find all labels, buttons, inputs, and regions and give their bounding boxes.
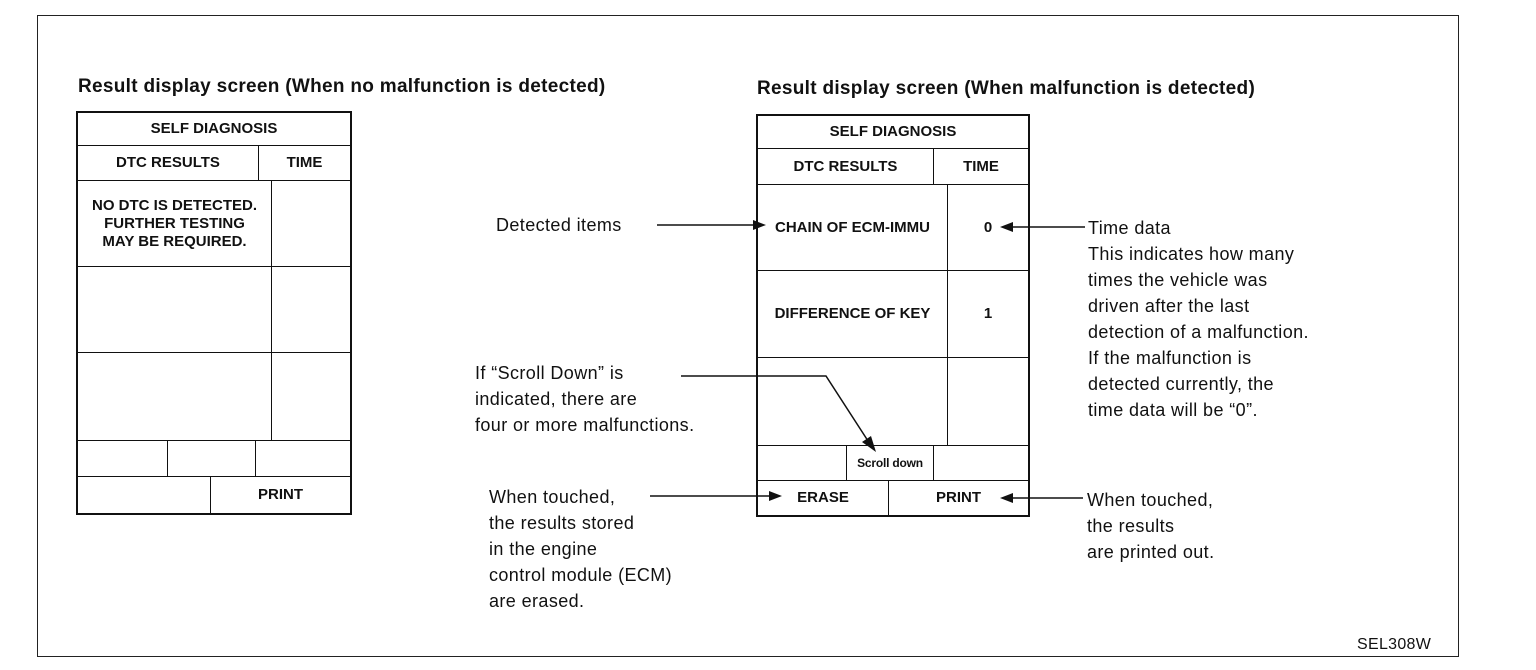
time-data-note-line: Time data: [1088, 218, 1171, 238]
print-note-line: When touched,: [1087, 490, 1214, 510]
arrowhead-icon: [862, 436, 876, 452]
erase-note-line: control module (ECM): [489, 565, 673, 585]
time-data-note-line: time data will be “0”.: [1088, 400, 1258, 420]
time-data-note-line: detected currently, the: [1088, 374, 1274, 394]
time-data-note-line: This indicates how many: [1088, 244, 1295, 264]
left-col-dtc-header: DTC RESULTS: [78, 146, 259, 180]
arrowhead-icon: [753, 220, 766, 230]
dtc-result-row: CHAIN OF ECM-IMMU 0: [758, 185, 1028, 271]
left-self-diagnosis-screen: SELF DIAGNOSIS DTC RESULTS TIME NO DTC I…: [76, 111, 352, 515]
arrowhead-icon: [1000, 493, 1013, 503]
right-self-diagnosis-screen: SELF DIAGNOSIS DTC RESULTS TIME CHAIN OF…: [756, 114, 1030, 517]
empty-cell: [78, 353, 272, 440]
right-button-row: ERASE PRINT: [758, 481, 1028, 515]
empty-cell: [78, 267, 272, 352]
empty-cell: [168, 441, 256, 476]
right-col-time-header: TIME: [963, 157, 999, 175]
arrowhead-icon: [1000, 222, 1013, 232]
erase-note-line: When touched,: [489, 487, 616, 507]
left-screen-title: SELF DIAGNOSIS: [150, 120, 278, 137]
right-col-dtc-header: DTC RESULTS: [758, 149, 934, 184]
no-dtc-message-line: MAY BE REQUIRED.: [102, 232, 247, 250]
empty-cell: [758, 358, 948, 445]
erase-note: When touched, the results stored in the …: [489, 484, 672, 614]
arrowhead-icon: [769, 491, 782, 501]
erase-note-line: are erased.: [489, 591, 585, 611]
left-print-button[interactable]: PRINT: [258, 486, 303, 503]
scroll-down-leader: [681, 375, 871, 445]
left-result-row-1: NO DTC IS DETECTED. FURTHER TESTING MAY …: [78, 181, 350, 267]
empty-cell: [758, 446, 847, 480]
print-note-line: the results: [1087, 516, 1175, 536]
time-data-note-line: If the malfunction is: [1088, 348, 1252, 368]
print-note-line: are printed out.: [1087, 542, 1215, 562]
left-header-row: DTC RESULTS TIME: [78, 146, 350, 181]
right-scroll-row: Scroll down: [758, 446, 1028, 481]
scroll-down-note: If “Scroll Down” is indicated, there are…: [475, 360, 694, 438]
time-data-note: Time data This indicates how many times …: [1088, 215, 1309, 423]
right-header-row: DTC RESULTS TIME: [758, 149, 1028, 185]
no-dtc-message-line: FURTHER TESTING: [104, 214, 245, 232]
right-title-row: SELF DIAGNOSIS: [758, 116, 1028, 149]
left-title-row: SELF DIAGNOSIS: [78, 113, 350, 146]
left-blank-button: [78, 477, 211, 513]
figure-code: SEL308W: [1357, 636, 1432, 653]
right-heading: Result display screen (When malfunction …: [757, 78, 1256, 99]
right-screen-title: SELF DIAGNOSIS: [829, 123, 957, 140]
no-dtc-message-line: NO DTC IS DETECTED.: [91, 196, 257, 214]
scroll-down-note-line: four or more malfunctions.: [475, 415, 695, 435]
scroll-down-note-line: indicated, there are: [475, 389, 638, 409]
detected-items-label: Detected items: [496, 215, 622, 235]
figure-frame: [37, 15, 1459, 657]
left-scroll-row: [78, 441, 350, 477]
dtc-item: CHAIN OF ECM-IMMU: [758, 185, 948, 270]
dtc-time: 0: [983, 218, 993, 236]
dtc-item: DIFFERENCE OF KEY: [758, 271, 948, 357]
erase-button[interactable]: ERASE: [758, 481, 889, 515]
left-col-time-header: TIME: [286, 154, 323, 171]
time-data-note-line: driven after the last: [1088, 296, 1250, 316]
left-button-row: PRINT: [78, 477, 350, 513]
left-heading: Result display screen (When no malfuncti…: [78, 76, 606, 97]
time-data-note-line: detection of a malfunction.: [1088, 322, 1309, 342]
print-note: When touched, the results are printed ou…: [1087, 487, 1214, 565]
empty-cell: [78, 441, 168, 476]
dtc-result-row-empty: [758, 358, 1028, 446]
no-dtc-message: NO DTC IS DETECTED. FURTHER TESTING MAY …: [78, 181, 272, 266]
left-result-row-3: [78, 353, 350, 441]
left-result-row-2: [78, 267, 350, 353]
right-print-button[interactable]: PRINT: [936, 489, 981, 506]
scroll-down-note-line: If “Scroll Down” is: [475, 363, 624, 383]
scroll-down-button[interactable]: Scroll down: [847, 446, 934, 480]
erase-note-line: the results stored: [489, 513, 635, 533]
dtc-result-row: DIFFERENCE OF KEY 1: [758, 271, 1028, 358]
dtc-time: 1: [983, 305, 993, 322]
erase-note-line: in the engine: [489, 539, 598, 559]
time-data-note-line: times the vehicle was: [1088, 270, 1268, 290]
